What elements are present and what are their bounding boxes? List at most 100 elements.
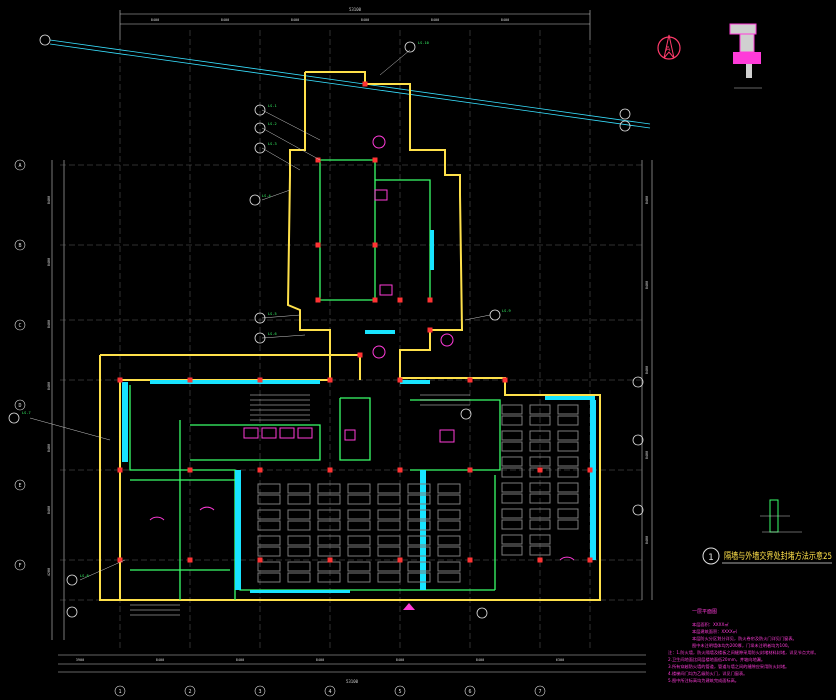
column	[397, 467, 403, 473]
table	[557, 430, 579, 441]
axis-label: F	[18, 563, 21, 569]
desk	[437, 509, 461, 520]
axis-bubble	[14, 399, 26, 411]
dim-top: 8400	[291, 18, 299, 22]
table	[529, 430, 551, 441]
desk	[437, 561, 461, 572]
table	[529, 534, 551, 545]
table	[529, 482, 551, 493]
detail-tag: LS-7	[22, 411, 31, 415]
dim-bottom: 8400	[476, 658, 484, 662]
table	[557, 482, 579, 493]
detail-tag: LS-2	[268, 122, 277, 126]
table	[529, 441, 551, 452]
column	[397, 557, 403, 563]
desk	[407, 509, 431, 520]
table	[501, 430, 523, 441]
note-line: 3.所有穿越防火墙的管道，管道与墙之间的缝隙应采用防火封堵。	[668, 663, 789, 670]
desk	[437, 483, 461, 494]
column	[362, 81, 368, 87]
desk	[257, 483, 281, 494]
desk	[317, 509, 341, 520]
detail-tag: LS-1	[268, 104, 277, 108]
desk	[347, 572, 371, 583]
table	[557, 456, 579, 467]
desk	[287, 483, 311, 494]
column	[372, 297, 378, 303]
table	[557, 415, 579, 426]
axis-bubble	[394, 685, 406, 697]
note-line: 2.卫生间地面比同层楼地面低20mm，并坡向地漏。	[668, 656, 765, 663]
column	[357, 352, 363, 358]
axis-label: D	[18, 403, 21, 409]
dim-bottom: 8400	[316, 658, 324, 662]
dim-left: 8400	[47, 258, 51, 266]
dim-right: 8400	[645, 536, 649, 544]
dim-bottom: 8400	[236, 658, 244, 662]
table	[529, 508, 551, 519]
desk	[257, 520, 281, 531]
dim-left: 8400	[47, 506, 51, 514]
table	[557, 467, 579, 478]
note-line: 本层面积：XXXX㎡	[692, 621, 729, 628]
axis-label: E	[18, 483, 21, 489]
column	[117, 467, 123, 473]
dim-right: 8400	[645, 451, 649, 459]
table	[557, 508, 579, 519]
table	[501, 519, 523, 530]
column	[397, 297, 403, 303]
dim-bottom: 8400	[156, 658, 164, 662]
dim-bottom: 8400	[396, 658, 404, 662]
axis-bubble	[184, 685, 196, 697]
site-boundary	[49, 39, 651, 129]
dim-top: 8400	[361, 18, 369, 22]
desk	[317, 572, 341, 583]
table	[557, 493, 579, 504]
axis-bubble	[324, 685, 336, 697]
table	[501, 441, 523, 452]
desk	[377, 546, 401, 557]
column	[537, 467, 543, 473]
notes-title: 一层平面图	[692, 609, 717, 615]
dim-left: 8400	[47, 196, 51, 204]
bottom-total-dim: 53100	[346, 679, 359, 684]
desk	[407, 546, 431, 557]
desk	[377, 483, 401, 494]
column	[397, 377, 403, 383]
desk	[377, 494, 401, 505]
table	[529, 493, 551, 504]
desk	[377, 535, 401, 546]
axis-label: 1	[118, 689, 121, 695]
table	[501, 415, 523, 426]
desk	[377, 509, 401, 520]
structural-columns	[117, 81, 593, 563]
desk	[437, 535, 461, 546]
detail-bubbles	[8, 34, 644, 619]
note-line: 图中未注明墙体均为200厚，门垛未注明者均为100。	[692, 642, 792, 649]
column	[315, 157, 321, 163]
desk	[377, 520, 401, 531]
column	[257, 557, 263, 563]
table	[529, 519, 551, 530]
column	[467, 557, 473, 563]
leader-lines	[29, 49, 491, 581]
general-notes: 本层面积：XXXX㎡本层建筑面积：XXXX㎡本层防火分区划分详见，防火卷帘及防火…	[668, 621, 819, 684]
note-line: 注：1.防火墙，防火隔墙及楼板之间缝隙采用防火封堵材料封堵，详见节点大样。	[668, 649, 819, 656]
desk	[407, 494, 431, 505]
column	[315, 242, 321, 248]
dim-top: 8400	[501, 18, 509, 22]
desk	[437, 494, 461, 505]
table	[501, 456, 523, 467]
axis-bubble	[14, 159, 26, 171]
desk	[437, 546, 461, 557]
dim-left: 8400	[47, 320, 51, 328]
dimension-lines	[51, 10, 653, 673]
column	[502, 377, 508, 383]
axis-label: C	[18, 323, 21, 329]
note-line: 本层防火分区划分详见，防火卷帘及防火门详见门窗表。	[692, 635, 797, 642]
column	[187, 377, 193, 383]
dim-top: 8400	[431, 18, 439, 22]
desk	[347, 483, 371, 494]
desk	[257, 572, 281, 583]
